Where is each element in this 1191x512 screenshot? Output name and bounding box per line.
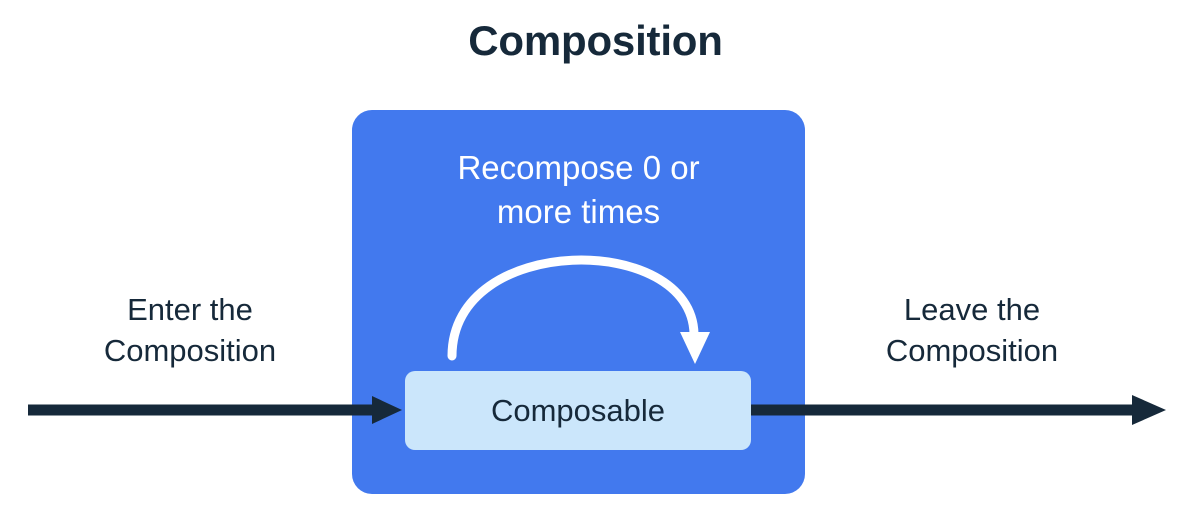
leave-arrow-head bbox=[1132, 395, 1166, 425]
composable-label: Composable bbox=[490, 393, 666, 428]
composable-box: Composable bbox=[405, 371, 751, 450]
leave-composition-label: Leave the Composition bbox=[885, 292, 1059, 368]
enter-arrow-icon bbox=[28, 396, 402, 424]
enter-composition-label: Enter the Composition bbox=[103, 292, 277, 368]
recompose-label: Recompose 0 or more times bbox=[457, 149, 700, 230]
page-title: Composition bbox=[468, 17, 723, 64]
leave-arrow-icon bbox=[751, 395, 1166, 425]
